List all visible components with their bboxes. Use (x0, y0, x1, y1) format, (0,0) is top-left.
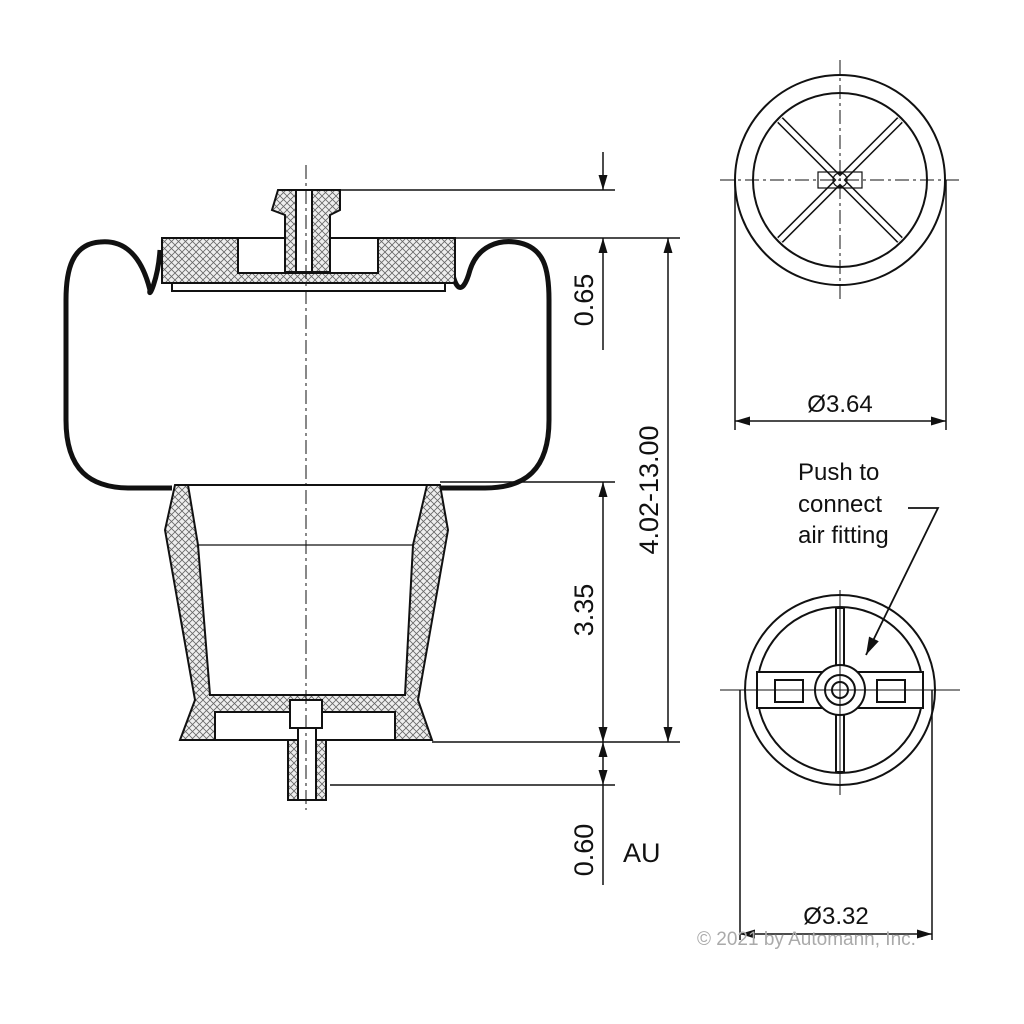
dimension-lines (330, 152, 680, 885)
dim-bottom-diameter: Ø3.32 (803, 903, 868, 930)
dim-bottom-stud: 0.60 (569, 824, 599, 877)
dim-top-diameter: Ø3.64 (807, 391, 872, 418)
suffix-label: AU (623, 838, 661, 868)
note-line-1: Push to (798, 459, 879, 486)
dim-height-range: 4.02-13.00 (634, 425, 664, 554)
note-line-2: connect (798, 491, 882, 518)
bottom-view (720, 590, 960, 940)
top-view (720, 60, 960, 430)
note-line-3: air fitting (798, 522, 889, 549)
dim-piston: 3.35 (569, 584, 599, 637)
dim-top-stud: 0.65 (569, 274, 599, 327)
copyright: © 2021 by Automann, Inc. (697, 929, 916, 950)
note-arrow (865, 507, 940, 656)
bellows (63, 239, 172, 491)
side-view (63, 165, 552, 810)
